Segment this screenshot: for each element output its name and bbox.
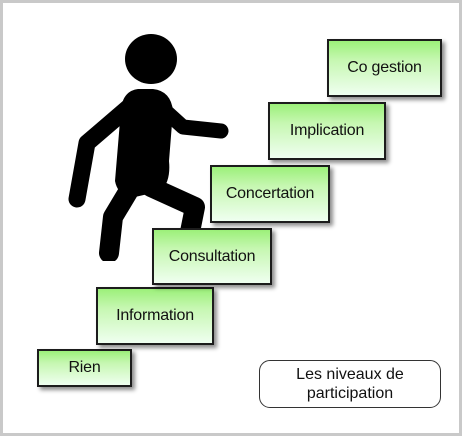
step-information: Information (96, 287, 214, 345)
step-rien: Rien (37, 349, 132, 387)
step-consultation: Consultation (152, 228, 272, 285)
step-label: Rien (68, 359, 101, 376)
legend-line-2: participation (306, 385, 394, 402)
step-implication: Implication (268, 102, 386, 160)
legend-line-1: Les niveaux de (296, 366, 404, 383)
step-concertation: Concertation (210, 165, 330, 223)
step-label: Information (116, 307, 194, 324)
step-label: Implication (289, 122, 365, 139)
step-label: Concertation (225, 185, 315, 202)
step-label: Consultation (168, 247, 256, 265)
step-label: Co gestion (347, 59, 422, 76)
legend-box: Les niveaux de participation (259, 360, 441, 408)
walking-person-icon (68, 34, 229, 261)
step-co-gestion: Co gestion (327, 39, 442, 97)
